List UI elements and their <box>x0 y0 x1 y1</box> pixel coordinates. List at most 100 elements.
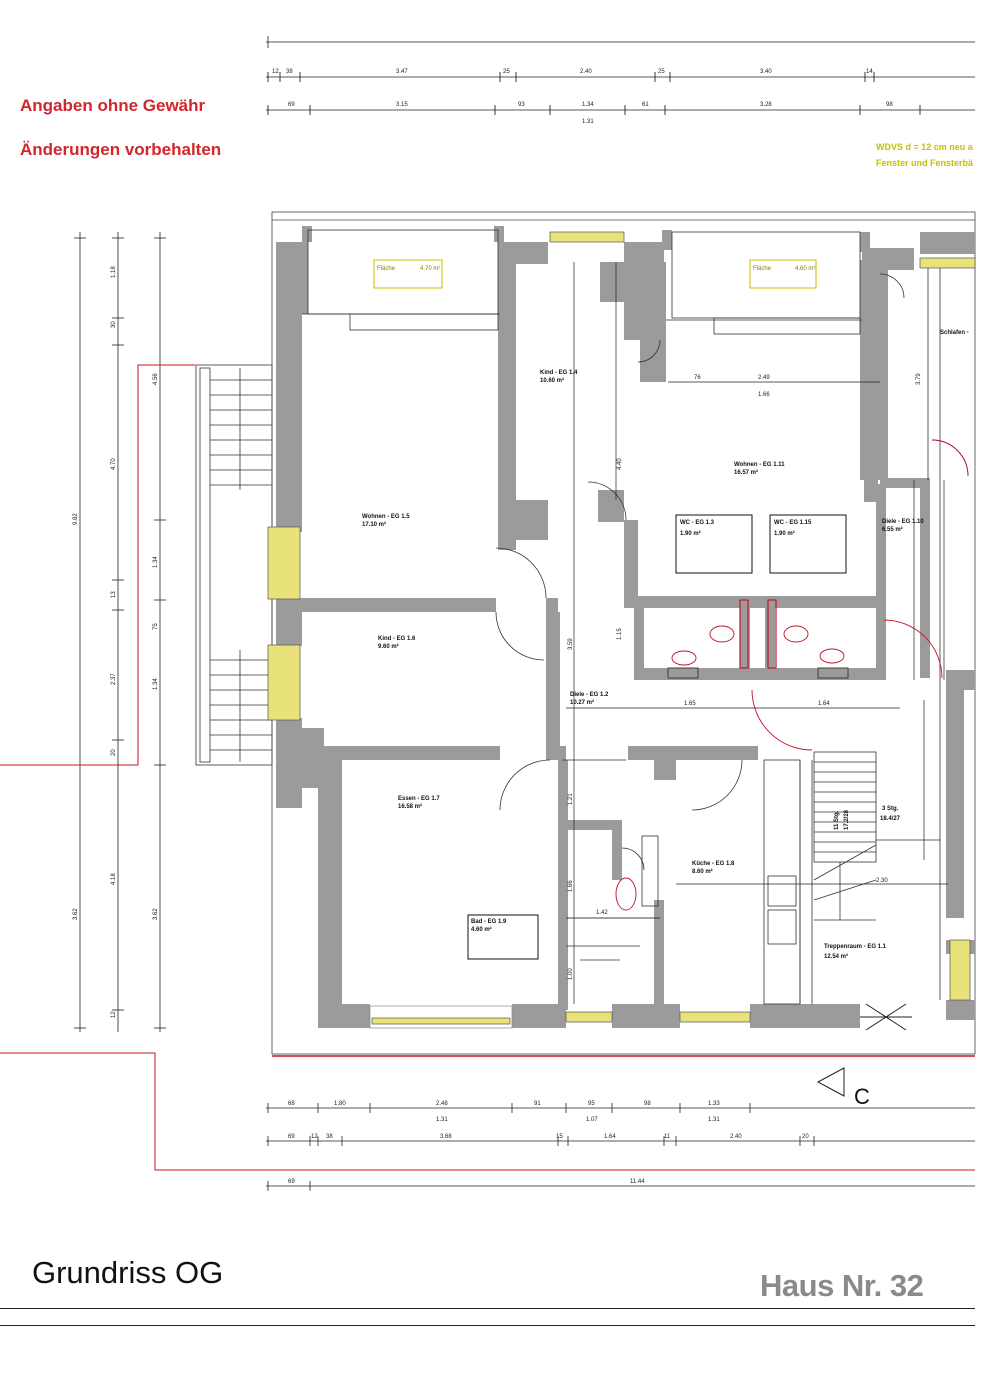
dim-label: 3.15 <box>396 102 408 108</box>
room-label: WC - EG 1.3 <box>680 520 715 526</box>
room-area: 8.60 m² <box>692 868 713 875</box>
left-dimension-labels: 9.82 3.62 12 1.18 30 4.70 13 2.37 20 4.1… <box>73 266 159 1018</box>
dim-label: 3.40 <box>760 69 772 75</box>
dim-label: 2.37 <box>111 673 117 685</box>
dim-label: 38 <box>286 69 293 75</box>
room-labels: Wohnen - EG 1.5 17.10 m² Kind - EG 1.4 1… <box>362 330 969 960</box>
loggia-area-boxes: Fläche 4.70 m² Fläche 4.60 m² <box>373 259 817 289</box>
dim-label: 75 <box>153 623 159 630</box>
stair-ratio: 18.4/27 <box>880 816 901 822</box>
dim-label: 3.68 <box>440 1134 452 1140</box>
section-marker <box>816 1003 912 1097</box>
dim-label: 20 <box>111 749 117 756</box>
dim-label: 1.65 <box>684 701 696 707</box>
dim-label: 1.34 <box>153 556 159 568</box>
bottom-dimension-labels: 68 1.80 2.48 91 95 98 1.33 1.31 1.07 1.3… <box>288 1101 809 1185</box>
dim-label: 12 <box>311 1134 318 1140</box>
bottom-dimension-chains <box>266 1103 975 1191</box>
top-dimension-labels: 12 38 3.47 25 2.40 25 3.40 14 69 3.15 93… <box>272 69 893 125</box>
dim-label: 1.64 <box>604 1134 616 1140</box>
dim-label: 3.28 <box>760 102 772 108</box>
dim-label: 61 <box>642 102 649 108</box>
room-label: WC - EG 1.15 <box>774 520 812 526</box>
dim-label: 68 <box>288 1101 295 1107</box>
dim-label: 2.49 <box>758 375 770 381</box>
interior-lines <box>302 229 941 1005</box>
window-stairwell <box>949 939 971 1001</box>
interior-dimension-labels: 76 2.49 1.66 3.79 4.40 1.65 1.64 1.42 2.… <box>568 373 922 980</box>
dim-label: 69 <box>288 102 295 108</box>
dim-label: 1.31 <box>708 1117 720 1123</box>
room-label: Küche - EG 1.8 <box>692 861 735 867</box>
balcony <box>195 364 273 766</box>
dim-label: 1.18 <box>111 266 117 278</box>
dim-label: 38 <box>326 1134 333 1140</box>
insulation-note-line2: Fenster und Fensterbä <box>876 158 974 168</box>
room-label: Diele - EG 1.10 <box>882 519 924 525</box>
door-swing <box>495 547 547 599</box>
dim-label: 1.31 <box>436 1117 448 1123</box>
dim-label: 1.31 <box>582 119 594 125</box>
interior-dimensions <box>566 262 948 1004</box>
dim-label: 1.64 <box>818 701 830 707</box>
outer-outline <box>271 211 976 1055</box>
dim-label: 1.00 <box>568 968 574 980</box>
dim-label: 3.59 <box>568 638 574 650</box>
door-swing <box>621 847 645 871</box>
loggia-label: Fläche <box>377 266 396 272</box>
dim-label: 25 <box>503 69 510 75</box>
doors <box>495 273 969 871</box>
room-label: Essen - EG 1.7 <box>398 796 440 802</box>
room-area: 1.90 m² <box>774 530 795 537</box>
door-swing <box>931 439 969 477</box>
windows <box>267 231 976 1029</box>
dim-label: 91 <box>534 1101 541 1107</box>
dim-label: 25 <box>658 69 665 75</box>
dim-label: 12 <box>272 69 279 75</box>
house-number: Haus Nr. 32 <box>760 1268 924 1303</box>
window-wohnen-left <box>267 526 301 600</box>
dim-label: 30 <box>111 321 117 328</box>
room-area: 16.58 m² <box>398 803 422 810</box>
room-label: Diele - EG 1.2 <box>570 692 609 698</box>
dim-label: 12 <box>111 1011 117 1018</box>
dim-label: 69 <box>288 1134 295 1140</box>
dim-label: 1.42 <box>596 910 608 916</box>
loggia-label: Fläche <box>753 266 772 272</box>
dim-label: 4.18 <box>111 873 117 885</box>
dim-label: 93 <box>518 102 525 108</box>
dim-label: 3.79 <box>916 373 922 385</box>
door-swing <box>879 273 905 299</box>
room-label: Treppenraum - EG 1.1 <box>824 944 887 950</box>
property-lines <box>0 364 975 1171</box>
dim-label: 69 <box>288 1179 295 1185</box>
window-kind-top <box>549 231 625 243</box>
dim-label: 2.40 <box>730 1134 742 1140</box>
dim-label: 2.40 <box>580 69 592 75</box>
dim-label: 1.21 <box>568 793 574 805</box>
room-label: Schlafen - <box>940 330 969 336</box>
dim-label: 11 <box>664 1134 671 1140</box>
room-area: 4.60 m² <box>471 926 492 933</box>
door-swing <box>499 759 551 811</box>
insulation-note-line1: WDVS d = 12 cm neu a <box>876 142 973 152</box>
disclaimer-note: Angaben ohne Gewähr <box>20 96 206 115</box>
stairwell <box>813 751 940 921</box>
dim-label: 1.34 <box>153 678 159 690</box>
room-area: 16.57 m² <box>734 469 758 476</box>
dim-label: 1.07 <box>586 1117 598 1123</box>
room-area: 17.10 m² <box>362 521 386 528</box>
window-schlafen-top <box>919 257 976 269</box>
dim-label: 1.15 <box>617 628 623 640</box>
loggia-area: 4.60 m² <box>795 266 815 272</box>
footer-divider-top <box>0 1308 975 1309</box>
door-swing <box>495 611 545 661</box>
room-area: 12.54 m² <box>824 953 848 960</box>
dim-label: 3.62 <box>153 908 159 920</box>
dim-label: 98 <box>886 102 893 108</box>
changes-note: Änderungen vorbehalten <box>20 140 222 159</box>
dim-label: 20 <box>802 1134 809 1140</box>
dim-label: 1.66 <box>758 392 770 398</box>
section-marker-label: C <box>854 1084 870 1109</box>
